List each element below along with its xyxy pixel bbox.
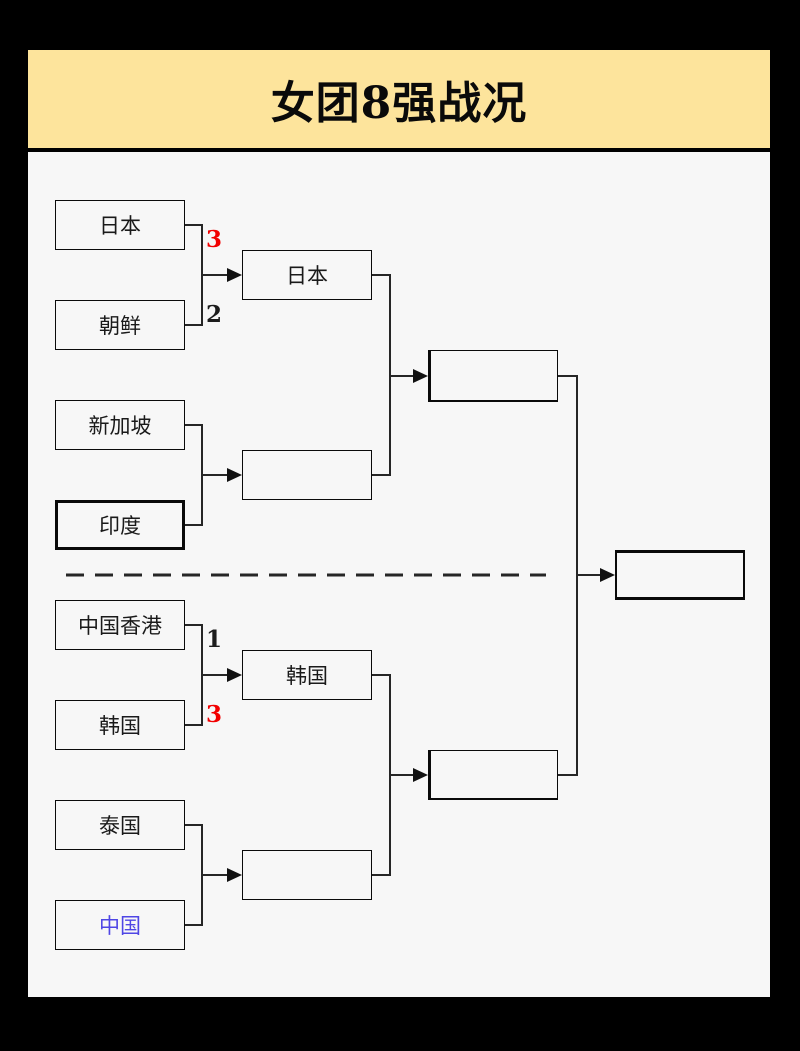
semifinal-box-bottom [428, 750, 558, 800]
bracket-area: 日本 朝鲜 新加坡 印度 中国香港 韩国 泰国 中国 3 2 1 3 日本 [28, 152, 770, 997]
team-box-singapore: 新加坡 [55, 400, 185, 450]
winner-box-qf4 [242, 850, 372, 900]
score-south-korea: 3 [206, 701, 223, 728]
title-banner: 女团8强战况 [28, 50, 770, 148]
semifinal-box-top [428, 350, 558, 402]
score-hongkong-china: 1 [206, 626, 223, 653]
page-title: 女团8强战况 [270, 78, 528, 129]
winner-box-qf1-japan: 日本 [242, 250, 372, 300]
winner-label-qf1: 日本 [286, 264, 328, 288]
team-box-india: 印度 [55, 500, 185, 550]
team-box-hongkong-china: 中国香港 [55, 600, 185, 650]
team-label-singapore: 新加坡 [88, 414, 152, 438]
team-label-hongkong-china: 中国香港 [78, 614, 162, 638]
score-north-korea: 2 [206, 301, 223, 328]
winner-label-qf3: 韩国 [286, 664, 328, 688]
team-box-china: 中国 [55, 900, 185, 950]
team-box-thailand: 泰国 [55, 800, 185, 850]
team-box-north-korea: 朝鲜 [55, 300, 185, 350]
team-box-south-korea: 韩国 [55, 700, 185, 750]
score-japan: 3 [206, 226, 223, 253]
winner-box-qf3-south-korea: 韩国 [242, 650, 372, 700]
team-label-china: 中国 [99, 914, 141, 938]
team-label-india: 印度 [99, 514, 141, 538]
team-label-japan: 日本 [99, 214, 141, 238]
team-label-thailand: 泰国 [99, 814, 141, 838]
final-box [615, 550, 745, 600]
winner-box-qf2 [242, 450, 372, 500]
team-label-north-korea: 朝鲜 [99, 314, 141, 338]
team-label-south-korea: 韩国 [99, 714, 141, 738]
team-box-japan: 日本 [55, 200, 185, 250]
